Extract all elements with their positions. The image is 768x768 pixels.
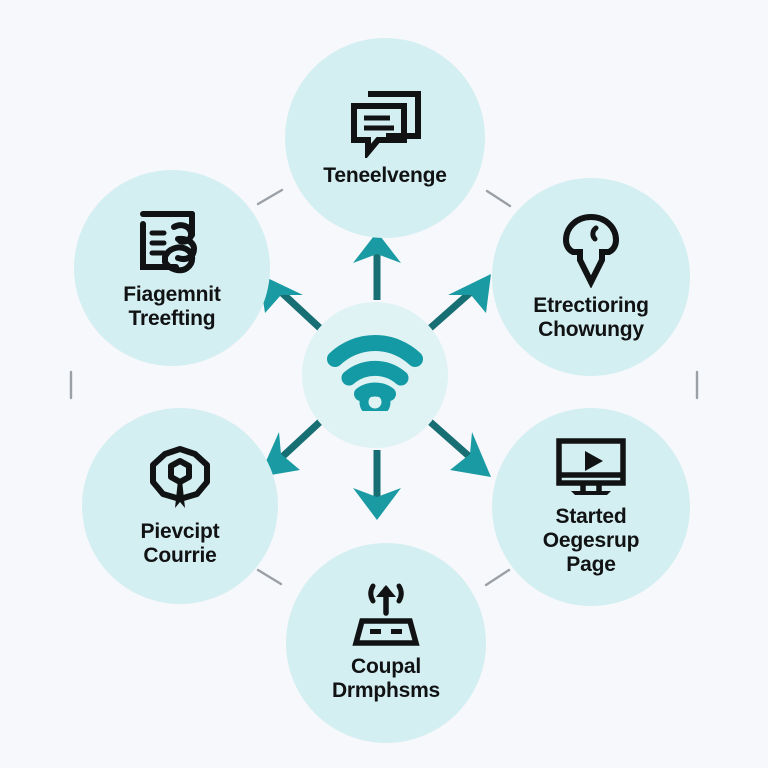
- node-bottom-right-label: Started Oegesrup Page: [542, 505, 640, 576]
- connector-bottom-bleft: [256, 568, 283, 586]
- location-pin-down-arrow-icon: [560, 212, 622, 289]
- node-top[interactable]: Teneelvenge: [285, 38, 485, 238]
- node-top-right-label: Etrectioring Chowungy: [533, 294, 649, 341]
- arrow-to-top: [353, 232, 401, 300]
- node-bottom-left-label: Pievcipt Courrie: [140, 520, 220, 567]
- award-badge-icon: [145, 444, 215, 514]
- node-bottom-label: Coupal Drmphsms: [331, 655, 441, 702]
- document-hand-icon: [134, 205, 210, 277]
- arrows-layer: [259, 232, 491, 520]
- node-top-right[interactable]: Etrectioring Chowungy: [492, 178, 690, 376]
- node-bottom[interactable]: Coupal Drmphsms: [286, 543, 486, 743]
- hub-node-wifi[interactable]: [302, 302, 448, 448]
- arrow-to-bottom: [353, 450, 401, 520]
- connector-top-right: [485, 189, 512, 208]
- connector-dashes: [69, 188, 699, 587]
- connector-bright-bottom: [484, 568, 511, 587]
- wifi-icon: [327, 333, 423, 418]
- arrow-to-bottom-right: [425, 417, 491, 477]
- node-top-left[interactable]: Fiagemnit Treefting: [74, 170, 270, 366]
- monitor-video-play-icon: [553, 437, 629, 499]
- node-top-label: Teneelvenge: [323, 164, 447, 188]
- router-upload-icon: [348, 583, 424, 649]
- chat-bubbles-icon: [346, 88, 424, 161]
- connector-top-left: [256, 188, 284, 206]
- arrow-to-top-right: [425, 274, 491, 333]
- node-top-left-label: Fiagemnit Treefting: [123, 283, 221, 330]
- arrow-to-top-left: [259, 274, 325, 333]
- node-bottom-left[interactable]: Pievcipt Courrie: [82, 408, 278, 604]
- node-bottom-right[interactable]: Started Oegesrup Page: [492, 408, 690, 606]
